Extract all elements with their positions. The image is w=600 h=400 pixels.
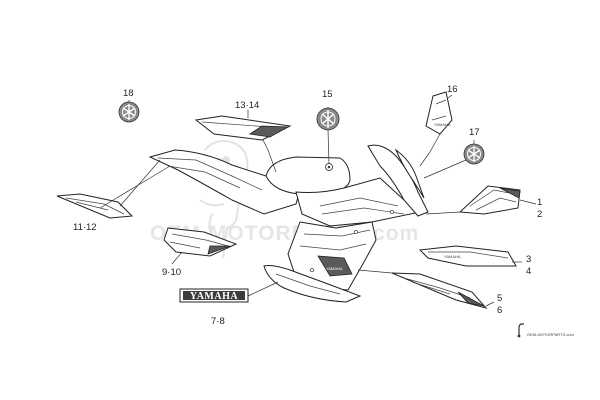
callout-17: 17 [469, 127, 480, 138]
callout-7-8: 7·8 [211, 316, 225, 327]
callout-9-10: 9·10 [162, 267, 181, 278]
decal-part-5-6 [391, 272, 488, 309]
decal-3-4-brand-mark: YAMAHA [444, 254, 461, 259]
decal-part-13-14 [194, 115, 292, 141]
motorcycle-fairing-outline: YAMAHA [148, 144, 429, 303]
decal-part-1-2 [458, 185, 521, 215]
footer-logo-text: OEM-MOTORPARTS.com [527, 332, 575, 337]
decal-part-3-4: YAMAHA [418, 245, 517, 267]
callout-16: 16 [447, 84, 458, 95]
callout-6: 6 [497, 305, 502, 316]
brand-plate-text: YAMAHA [190, 291, 238, 302]
tuning-fork-emblem-icon [463, 143, 485, 165]
callout-13-14: 13·14 [235, 100, 259, 111]
callout-1: 1 [537, 197, 542, 208]
callout-18: 18 [123, 88, 134, 99]
callout-5: 5 [497, 293, 502, 304]
callout-labels: 1 2 3 4 5 6 7·8 9·10 11·12 13·14 15 16 1… [73, 84, 542, 327]
decal-16-brand-mark: YAMAHA [434, 122, 451, 127]
callout-4: 4 [526, 266, 531, 277]
decal-part-9-10 [163, 227, 238, 257]
callout-2: 2 [537, 209, 542, 220]
decal-part-16: YAMAHA [425, 91, 453, 135]
decal-part-11-12 [56, 193, 134, 219]
footer-logo: OEM-MOTORPARTS.com [517, 323, 575, 338]
callout-11-12: 11·12 [73, 222, 97, 233]
leader-lines [99, 94, 537, 307]
tuning-fork-emblem-icon [118, 101, 140, 123]
callout-15: 15 [322, 89, 333, 100]
lower-fairing-brand-mark: YAMAHA [326, 266, 343, 271]
tuning-fork-emblem-icon [316, 107, 340, 131]
footer-logo-icon [517, 323, 524, 338]
callout-3: 3 [526, 254, 531, 265]
decal-part-7-8: YAMAHA [179, 288, 249, 303]
